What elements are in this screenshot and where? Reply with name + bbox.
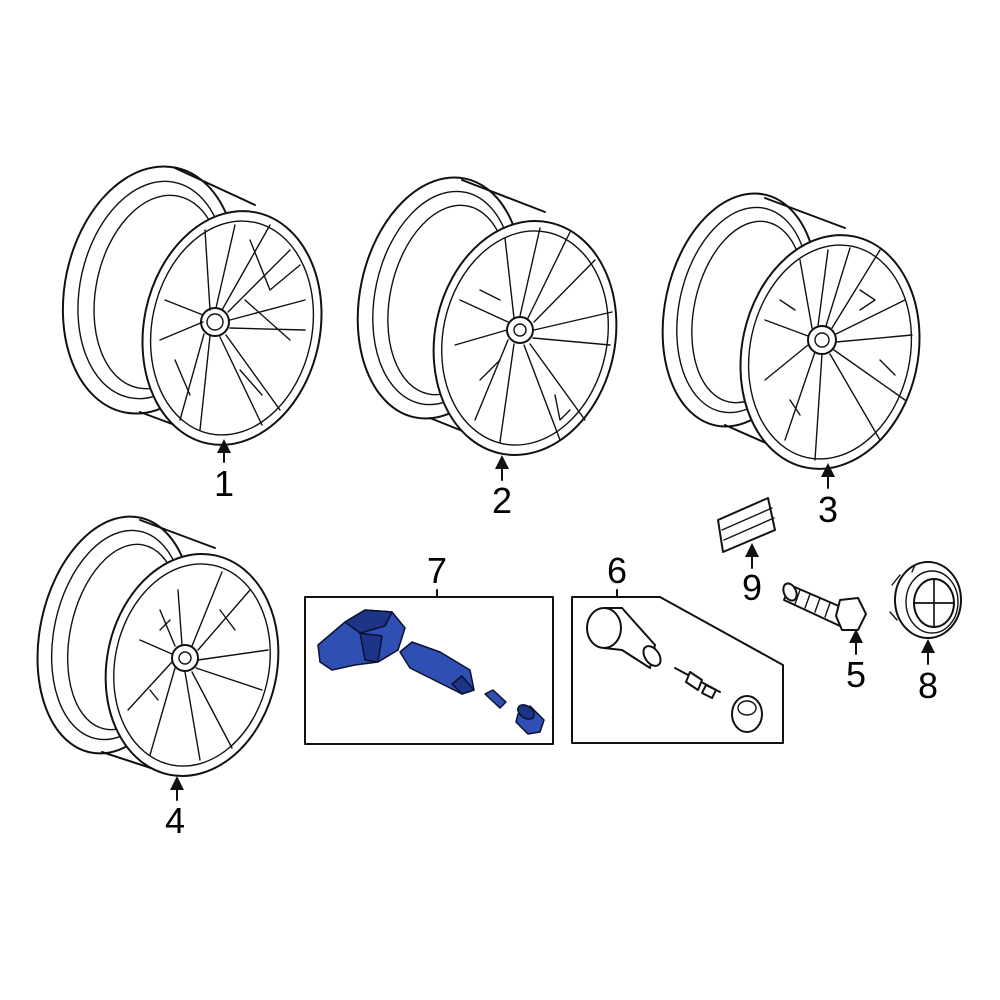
tpms-valve-core xyxy=(484,689,507,709)
callout-6: 6 xyxy=(606,550,628,591)
callout-7: 7 xyxy=(426,550,448,591)
tpms-valve-stem xyxy=(399,641,475,695)
wheel-bolt xyxy=(782,582,867,655)
tpms-sensor xyxy=(317,609,406,671)
callout-9: 9 xyxy=(741,567,763,608)
valve-cap xyxy=(731,695,763,733)
center-cap xyxy=(889,561,962,665)
valve-core xyxy=(674,667,721,699)
callout-4: 4 xyxy=(164,800,186,841)
tpms-valve-cap xyxy=(515,704,545,735)
valve-kit-box xyxy=(571,589,784,744)
callout-1: 1 xyxy=(213,463,235,504)
callout-2: 2 xyxy=(491,480,513,521)
balance-weight xyxy=(717,497,776,569)
wheel-4 xyxy=(36,515,280,801)
tpms-kit-box xyxy=(304,589,554,745)
callout-5: 5 xyxy=(845,654,867,695)
wheel-1 xyxy=(61,165,323,463)
wheel-2 xyxy=(356,176,618,481)
rubber-valve-stem xyxy=(586,607,662,669)
wheel-3 xyxy=(661,192,921,489)
callout-3: 3 xyxy=(817,489,839,530)
callout-8: 8 xyxy=(917,665,939,706)
